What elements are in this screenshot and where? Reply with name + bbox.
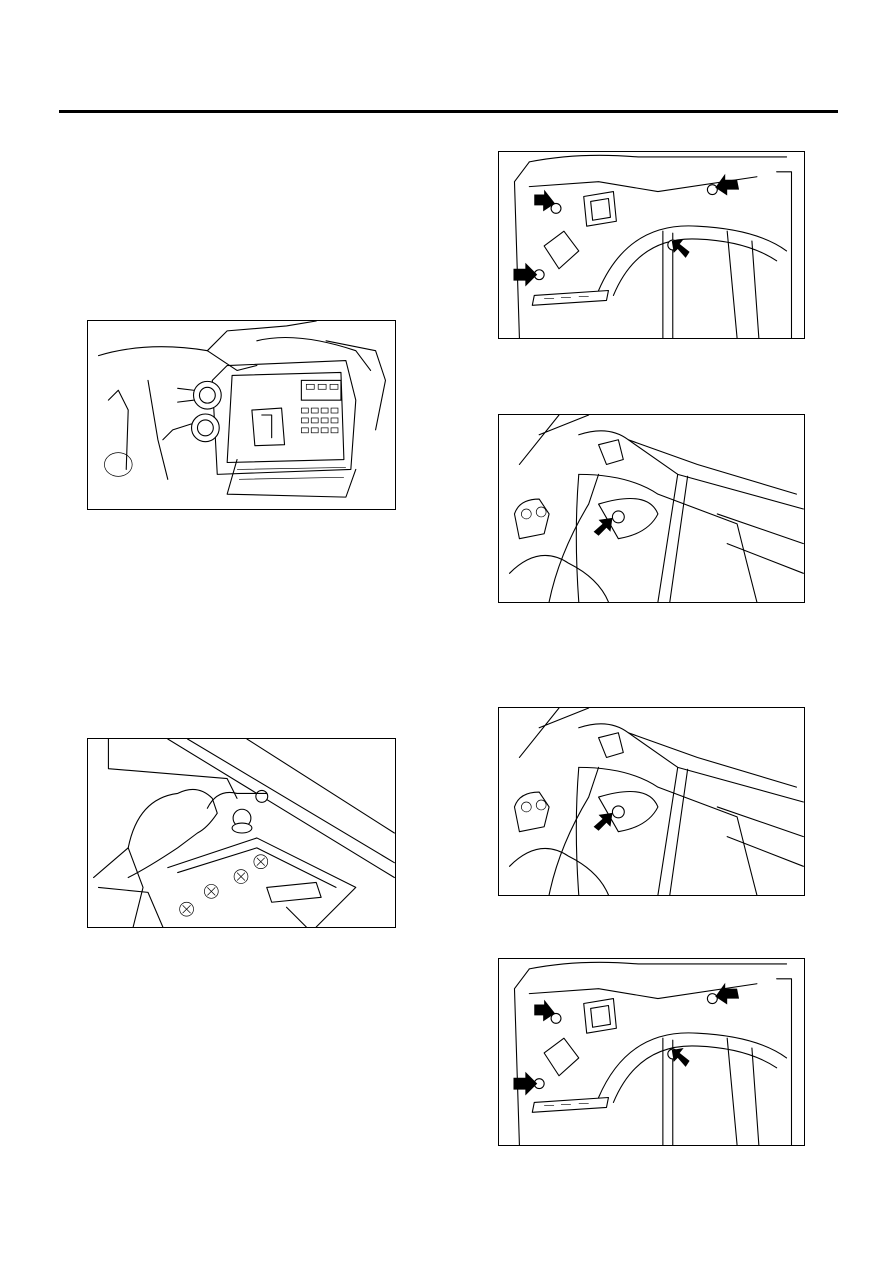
arrow-icon — [534, 999, 556, 1022]
arrow-icon — [715, 982, 740, 1005]
header-rule — [59, 110, 838, 113]
battery-ground-terminal-illustration — [93, 739, 395, 927]
fuel-tank-nut-illustration — [508, 415, 804, 602]
figure-fuel-tank-nut-2 — [498, 707, 805, 896]
arrow-icon — [593, 812, 613, 831]
arrow-icon — [593, 517, 613, 536]
arrow-icon — [715, 173, 740, 196]
arrow-icon — [671, 239, 690, 258]
rear-quarter-bolts-illustration — [513, 961, 793, 1145]
figure-fuse-box-connectors — [87, 320, 396, 510]
figure-battery-terminal — [87, 738, 396, 928]
arrow-icon — [671, 1048, 690, 1067]
fuel-tank-nut-illustration — [508, 708, 804, 895]
figure-rear-trim-bolts-2 — [498, 958, 805, 1146]
arrow-icon — [513, 262, 538, 287]
arrow-icon — [534, 189, 556, 212]
rear-quarter-bolts-illustration — [513, 154, 793, 338]
figure-rear-trim-bolts-1 — [498, 151, 805, 339]
fuse-box-illustration — [97, 321, 387, 498]
figure-fuel-tank-nut-1 — [498, 414, 805, 603]
